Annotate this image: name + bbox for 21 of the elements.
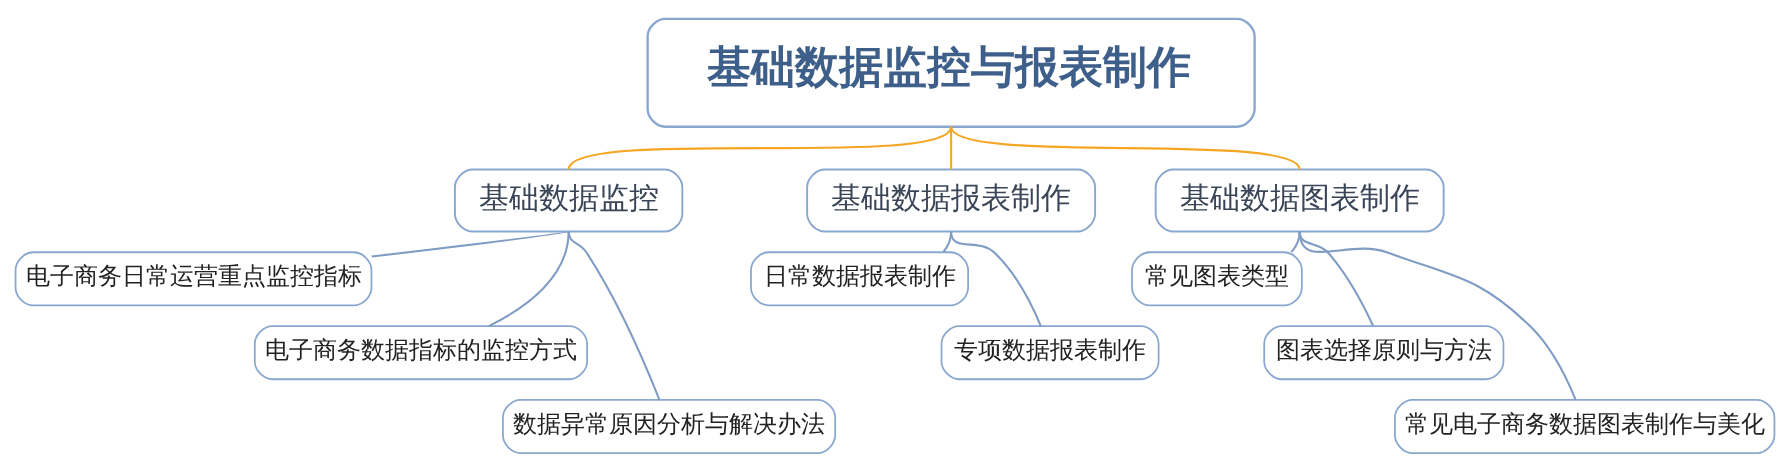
node-box: 基础数据图表制作 xyxy=(1154,168,1445,233)
connector xyxy=(1298,231,1577,400)
node-box: 图表选择原则与方法 xyxy=(1263,325,1505,381)
node-box: 日常数据报表制作 xyxy=(750,251,969,307)
connector xyxy=(567,126,952,171)
node-box: 电子商务数据指标的监控方式 xyxy=(253,325,588,381)
node-box: 常见图表类型 xyxy=(1131,251,1303,307)
node-box: 电子商务日常运营重点监控指标 xyxy=(14,251,373,307)
node-box: 数据异常原因分析与解决办法 xyxy=(502,399,837,454)
connector xyxy=(950,231,1042,327)
connector xyxy=(567,231,661,401)
connector xyxy=(488,231,570,327)
node-box: 基础数据监控 xyxy=(453,168,684,233)
connector xyxy=(950,126,1301,171)
connector xyxy=(1290,231,1301,253)
connector xyxy=(371,230,569,258)
node-box: 常见电子商务数据图表制作与美化 xyxy=(1394,399,1776,454)
node-box: 专项数据报表制作 xyxy=(940,325,1160,381)
node-box: 基础数据报表制作 xyxy=(806,168,1097,233)
node-box: 基础数据监控与报表制作 xyxy=(646,17,1256,128)
connector xyxy=(950,126,953,170)
